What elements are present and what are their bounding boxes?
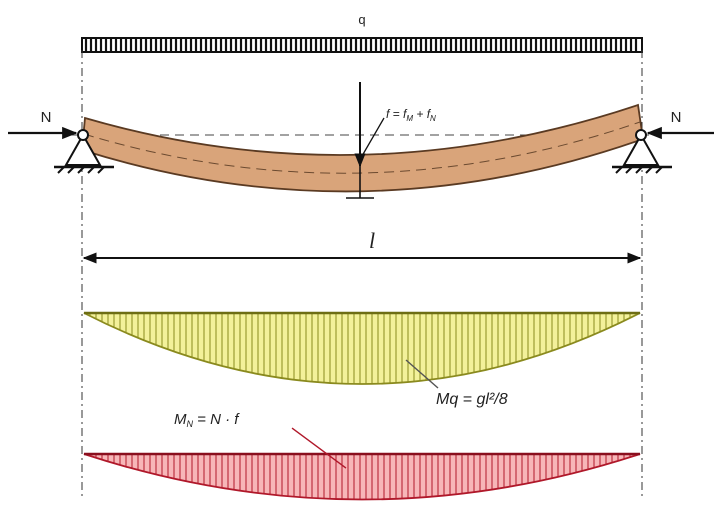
- span-label: l: [369, 228, 375, 253]
- load-hatching: [84, 39, 638, 51]
- moment-n-leader: [291, 427, 347, 469]
- axial-force-right-label: N: [671, 109, 682, 126]
- axial-force-left-label: N: [41, 109, 52, 126]
- moment-n-label: MN = N · f: [174, 411, 240, 429]
- beam-centerline: [83, 121, 641, 174]
- deformed-beam: [81, 103, 644, 193]
- load-label: q: [358, 12, 365, 27]
- deflection-formula: f = fM + fN: [386, 107, 436, 123]
- pin-support-icon: [612, 129, 672, 174]
- distributed-load: [81, 37, 643, 53]
- moment-q-label: Mq = gl²/8: [436, 391, 508, 408]
- span-reference-lines: [81, 50, 643, 500]
- pin-support-icon: [54, 129, 114, 174]
- moment-diagram-n: [83, 452, 641, 501]
- deflection-leader: [361, 117, 385, 157]
- moment-q-leader: [405, 359, 439, 389]
- moment-diagram-q: [83, 311, 641, 385]
